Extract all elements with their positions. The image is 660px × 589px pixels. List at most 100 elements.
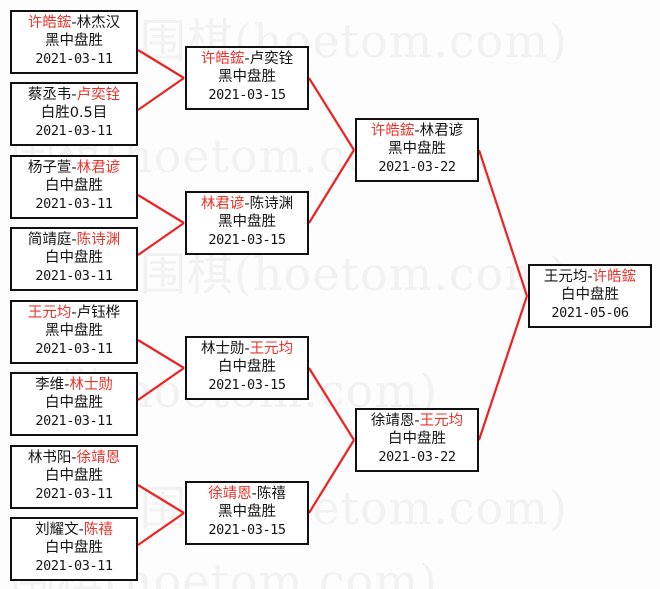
player-separator: - (71, 87, 77, 103)
match-players: 徐靖恩-陈禧 (187, 485, 307, 503)
match-players: 李维-林士勋 (12, 376, 136, 394)
player-separator: - (244, 341, 250, 357)
match-date: 2021-03-11 (35, 557, 113, 574)
match-date: 2021-03-11 (35, 412, 113, 429)
player-right: 王元均 (249, 341, 294, 357)
player-left: 许皓鋐 (27, 15, 72, 31)
match-result: 白中盘胜 (218, 359, 276, 376)
player-right: 林君谚 (76, 160, 121, 176)
player-right: 林士勋 (69, 377, 113, 393)
match-result: 白胜0.5目 (40, 105, 108, 122)
player-left: 林士勋 (200, 341, 245, 357)
player-left: 林书阳 (27, 450, 72, 466)
match-result: 黑中盘胜 (45, 33, 103, 50)
player-right: 王元均 (419, 413, 464, 429)
match-date: 2021-03-22 (378, 158, 456, 175)
player-left: 简靖庭 (27, 232, 72, 248)
player-right: 陈禧 (256, 486, 286, 502)
match-date: 2021-03-15 (208, 376, 286, 393)
player-separator: - (71, 305, 77, 321)
player-right: 徐靖恩 (76, 450, 121, 466)
match-date: 2021-03-22 (378, 448, 456, 465)
match-result: 白中盘胜 (45, 250, 103, 267)
player-right: 卢钰桦 (76, 305, 121, 321)
player-left: 刘耀文 (35, 522, 79, 538)
match-result: 黑中盘胜 (218, 504, 276, 521)
player-right: 卢奕铨 (249, 51, 294, 67)
match-players: 王元均-许皓鋐 (530, 268, 650, 286)
match-players: 许皓鋐-林君谚 (357, 122, 477, 140)
match-date: 2021-03-11 (35, 485, 113, 502)
player-separator: - (244, 196, 250, 212)
match-date: 2021-03-15 (208, 86, 286, 103)
player-separator: - (64, 377, 70, 393)
match-players: 林君谚-陈诗渊 (187, 195, 307, 213)
player-separator: - (71, 160, 77, 176)
match-result: 黑中盘胜 (218, 214, 276, 231)
match-result: 黑中盘胜 (218, 69, 276, 86)
player-separator: - (244, 51, 250, 67)
player-right: 许皓鋐 (592, 269, 637, 285)
match-players: 杨子萱-林君谚 (12, 159, 136, 177)
player-right: 陈诗渊 (76, 232, 121, 248)
match-date: 2021-03-11 (35, 122, 113, 139)
player-left: 徐靖恩 (370, 413, 415, 429)
player-left: 李维 (35, 377, 65, 393)
match-date: 2021-03-11 (35, 340, 113, 357)
player-left: 蔡丞韦 (27, 87, 72, 103)
match-result: 白中盘胜 (388, 431, 446, 448)
player-left: 林君谚 (200, 196, 245, 212)
player-separator: - (414, 413, 420, 429)
player-left: 王元均 (27, 305, 72, 321)
player-left: 王元均 (543, 269, 588, 285)
player-left: 杨子萱 (27, 160, 72, 176)
match-result: 黑中盘胜 (388, 141, 446, 158)
player-separator: - (71, 450, 77, 466)
player-left: 徐靖恩 (208, 486, 252, 502)
match-date: 2021-03-11 (35, 267, 113, 284)
match-result: 白中盘胜 (45, 468, 103, 485)
match-date: 2021-03-15 (208, 521, 286, 538)
player-right: 陈诗渊 (249, 196, 294, 212)
player-separator: - (251, 486, 257, 502)
match-players: 刘耀文-陈禧 (12, 521, 136, 539)
match-players: 林书阳-徐靖恩 (12, 449, 136, 467)
player-separator: - (71, 15, 77, 31)
player-separator: - (587, 269, 593, 285)
match-players: 简靖庭-陈诗渊 (12, 231, 136, 249)
match-players: 许皓鋐-卢奕铨 (187, 50, 307, 68)
player-right: 林君谚 (419, 123, 464, 139)
player-right: 卢奕铨 (76, 87, 121, 103)
match-players: 徐靖恩-王元均 (357, 412, 477, 430)
player-left: 许皓鋐 (370, 123, 415, 139)
match-result: 白中盘胜 (45, 540, 103, 557)
match-date: 2021-03-11 (35, 50, 113, 67)
player-separator: - (78, 522, 84, 538)
match-date: 2021-03-11 (35, 195, 113, 212)
match-players: 林士勋-王元均 (187, 340, 307, 358)
player-separator: - (71, 232, 77, 248)
match-result: 白中盘胜 (45, 178, 103, 195)
player-right: 林杰汉 (76, 15, 121, 31)
match-date: 2021-05-06 (551, 304, 629, 321)
match-result: 白中盘胜 (561, 287, 619, 304)
match-players: 王元均-卢钰桦 (12, 304, 136, 322)
player-right: 陈禧 (83, 522, 113, 538)
